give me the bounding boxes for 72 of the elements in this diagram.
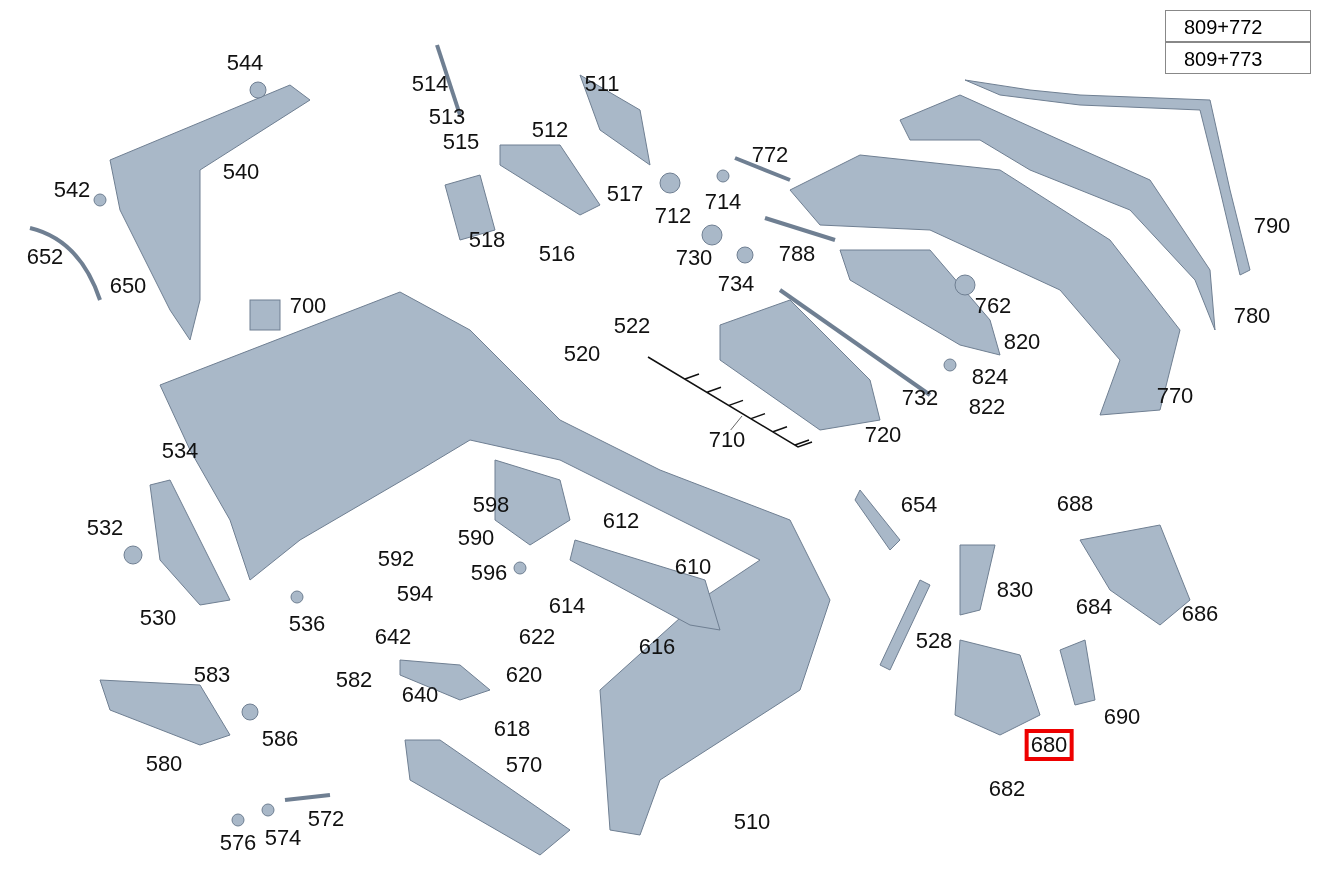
leader-line	[730, 415, 743, 431]
callout-number: 790	[1253, 214, 1291, 238]
callout-number: 590	[457, 526, 495, 550]
callout-number: 650	[109, 274, 147, 298]
callout-number: 684	[1075, 595, 1113, 619]
callout-number: 572	[307, 807, 345, 831]
callout-number: 830	[996, 578, 1034, 602]
callout-number: 534	[161, 439, 199, 463]
callout-number: 586	[261, 727, 299, 751]
callout-number: 616	[638, 635, 676, 659]
callout-number: 580	[145, 752, 183, 776]
callout-number: 622	[518, 625, 556, 649]
callout-number: 822	[968, 395, 1006, 419]
callout-number: 582	[335, 668, 373, 692]
callout-number: 598	[472, 493, 510, 517]
callout-number: 652	[26, 245, 64, 269]
callout-number: 532	[86, 516, 124, 540]
callout-number: 620	[505, 663, 543, 687]
callout-number: 686	[1181, 602, 1219, 626]
callout-number: 516	[538, 242, 576, 266]
callout-number: 654	[900, 493, 938, 517]
callout-number: 710	[708, 428, 746, 452]
callout-number: 712	[654, 204, 692, 228]
callout-number: 583	[193, 663, 231, 687]
callout-number: 542	[53, 178, 91, 202]
callout-number: 820	[1003, 330, 1041, 354]
callout-number: 788	[778, 242, 816, 266]
callout-number: 540	[222, 160, 260, 184]
callout-number: 610	[674, 555, 712, 579]
callout-number: 544	[226, 51, 264, 75]
callout-number: 770	[1156, 384, 1194, 408]
callout-number: 515	[442, 130, 480, 154]
callout-number: 688	[1056, 492, 1094, 516]
callout-number: 518	[468, 228, 506, 252]
callout-number: 520	[563, 342, 601, 366]
callout-number: 536	[288, 612, 326, 636]
callout-number: 530	[139, 606, 177, 630]
callout-number: 596	[470, 561, 508, 585]
callout-number: 682	[988, 777, 1026, 801]
callout-number: 614	[548, 594, 586, 618]
callout-number: 570	[505, 753, 543, 777]
callout-number: 732	[901, 386, 939, 410]
callout-number: 690	[1103, 705, 1141, 729]
callout-number: 618	[493, 717, 531, 741]
callout-number: 700	[289, 294, 327, 318]
table-cell: 809+772	[1165, 10, 1311, 42]
callout-number: 824	[971, 365, 1009, 389]
highlighted-callout-number: 680	[1024, 729, 1074, 761]
callout-number: 522	[613, 314, 651, 338]
callout-number: 734	[717, 272, 755, 296]
callout-number: 513	[428, 105, 466, 129]
callout-number: 780	[1233, 304, 1271, 328]
callout-number: 514	[411, 72, 449, 96]
callout-number: 762	[974, 294, 1012, 318]
callout-number: 642	[374, 625, 412, 649]
callout-number: 510	[733, 810, 771, 834]
callout-number: 592	[377, 547, 415, 571]
callout-number: 714	[704, 190, 742, 214]
callout-number: 612	[602, 509, 640, 533]
callout-number: 594	[396, 582, 434, 606]
callout-number: 517	[606, 182, 644, 206]
callout-number: 772	[751, 143, 789, 167]
callout-number: 574	[264, 826, 302, 850]
callout-number: 640	[401, 683, 439, 707]
strip-part	[647, 356, 813, 448]
callout-number: 512	[531, 118, 569, 142]
callout-number: 720	[864, 423, 902, 447]
callout-number: 511	[584, 72, 620, 96]
callout-number: 730	[675, 246, 713, 270]
callout-number: 576	[219, 831, 257, 855]
callout-number: 528	[915, 629, 953, 653]
table-cell: 809+773	[1165, 42, 1311, 74]
